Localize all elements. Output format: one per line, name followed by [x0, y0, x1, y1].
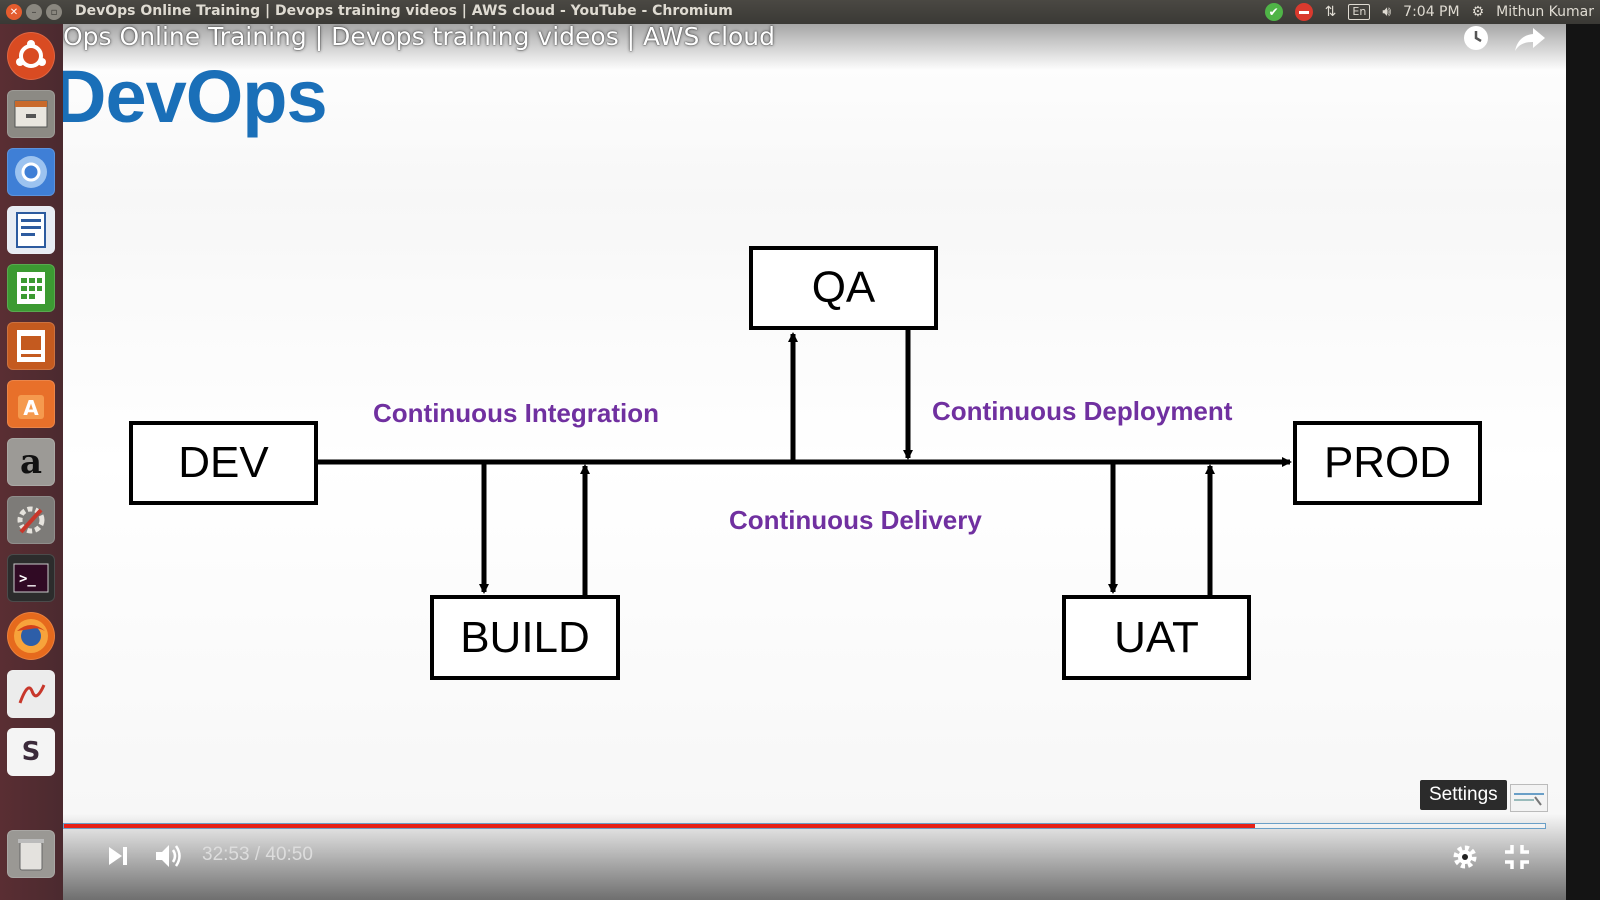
ubuntu-dash-icon[interactable] — [7, 32, 55, 80]
top-panel: ✕ – ▫ DevOps Online Training | Devops tr… — [0, 0, 1600, 24]
no-entry-icon[interactable] — [1294, 3, 1313, 21]
window-minimize-button[interactable]: – — [26, 4, 42, 20]
clock[interactable]: 7:04 PM — [1403, 4, 1460, 20]
volume-icon[interactable]: 🔊︎ — [1382, 4, 1392, 20]
settings-gear-icon[interactable] — [1451, 843, 1479, 871]
settings-tooltip: Settings — [1420, 780, 1507, 810]
prod-node: PROD — [1293, 421, 1482, 505]
pipeline-diagram — [316, 330, 1292, 596]
chromium-icon[interactable] — [7, 148, 55, 196]
window-buttons: ✕ – ▫ — [6, 4, 62, 20]
software-center-icon[interactable]: A — [7, 380, 55, 428]
video-title-bar: Ops Online Training | Devops training vi… — [63, 24, 1463, 64]
window-close-button[interactable]: ✕ — [6, 4, 22, 20]
files-icon[interactable] — [7, 90, 55, 138]
window-edge — [1566, 24, 1600, 900]
share-icon[interactable] — [1513, 24, 1547, 54]
qa-node: QA — [749, 246, 938, 330]
pdf-viewer-icon[interactable] — [7, 670, 55, 718]
window-title: DevOps Online Training | Devops training… — [75, 3, 733, 19]
network-transfer-icon[interactable]: ⇅ — [1324, 4, 1337, 20]
exit-fullscreen-icon[interactable] — [1503, 843, 1531, 871]
amazon-icon[interactable]: a — [7, 438, 55, 486]
calc-icon[interactable] — [7, 264, 55, 312]
svg-text:A: A — [23, 396, 39, 420]
window-maximize-button[interactable]: ▫ — [46, 4, 62, 20]
continuous-integration-label: Continuous Integration — [373, 398, 659, 428]
devops-logo: DevOps — [63, 55, 328, 138]
trash-icon[interactable] — [7, 830, 55, 878]
player-controls: 32:53 / 40:50 — [63, 836, 1566, 876]
title-overlay — [63, 24, 1566, 70]
system-tray: ✔ ⇅ En 🔊︎ 7:04 PM ⚙ Mithun Kumar — [1264, 2, 1594, 22]
slack-icon[interactable]: S — [7, 728, 55, 776]
dev-node: DEV — [129, 421, 318, 505]
svg-text:>_: >_ — [19, 571, 36, 587]
video-title[interactable]: Ops Online Training | Devops training vi… — [63, 24, 776, 51]
watch-later-icon[interactable] — [1461, 24, 1491, 54]
volume-button-icon[interactable] — [154, 842, 184, 870]
terminal-icon[interactable]: >_ — [7, 554, 55, 602]
continuous-deployment-label: Continuous Deployment — [932, 396, 1233, 426]
keyboard-language-indicator[interactable]: En — [1348, 4, 1371, 20]
firefox-icon[interactable] — [7, 612, 55, 660]
system-settings-icon[interactable] — [7, 496, 55, 544]
checkmark-status-icon[interactable]: ✔ — [1264, 3, 1283, 21]
time-display: 32:53 / 40:50 — [202, 844, 313, 865]
launcher: A a >_ S — [0, 24, 63, 900]
user-name[interactable]: Mithun Kumar — [1496, 4, 1594, 20]
video-player[interactable]: DevOps DEV QA PROD BUILD UAT Continuous … — [63, 24, 1566, 900]
end-screen-thumbnail[interactable] — [1510, 784, 1548, 812]
continuous-delivery-label: Continuous Delivery — [729, 505, 982, 535]
progress-bar[interactable] — [63, 823, 1546, 829]
uat-node: UAT — [1062, 595, 1251, 680]
session-gear-icon[interactable]: ⚙ — [1471, 4, 1485, 20]
build-node: BUILD — [430, 595, 620, 680]
impress-icon[interactable] — [7, 322, 55, 370]
progress-played — [64, 824, 1255, 828]
writer-icon[interactable] — [7, 206, 55, 254]
next-button-icon[interactable] — [107, 846, 129, 866]
